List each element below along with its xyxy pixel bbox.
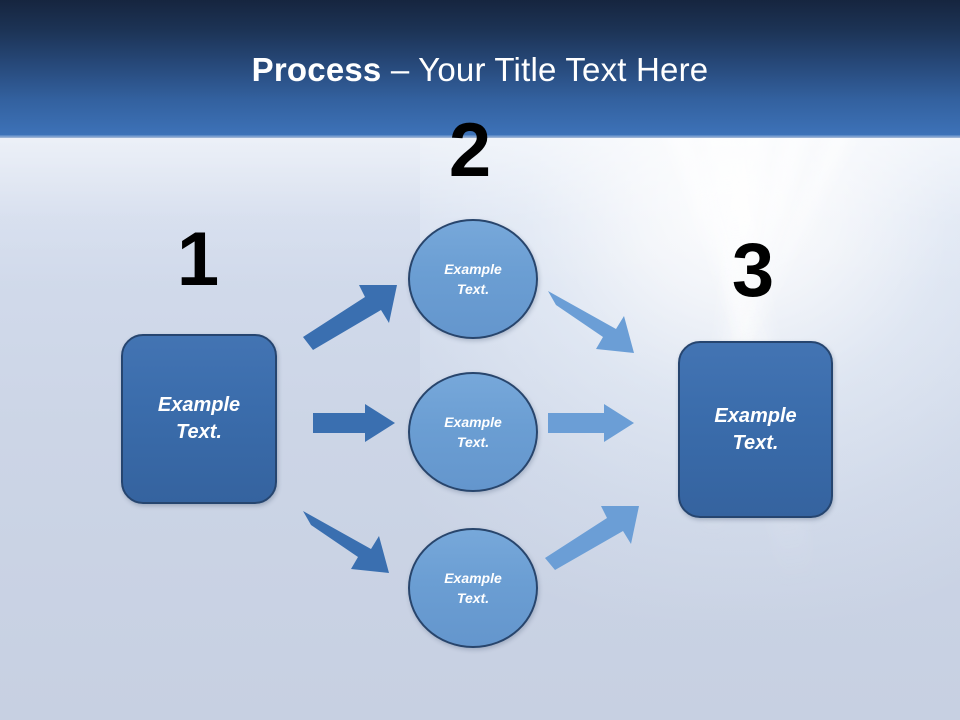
circle-middle-text: Example Text. [444,412,502,452]
circle-top-text: Example Text. [444,259,502,299]
arrow-bottom-circle-to-end-icon [545,504,645,570]
arrow-top-circle-to-end-icon [548,285,650,353]
circle-middle-line1: Example [444,414,502,430]
start-box-line2: Text. [176,421,222,443]
arrow-start-to-top-circle-icon [303,282,399,350]
end-box-line1: Example [714,404,797,427]
process-start-box[interactable]: Example Text. [121,334,277,504]
process-circle-bottom[interactable]: Example Text. [408,528,538,648]
circle-top-line2: Text. [456,281,490,297]
start-box-text: Example Text. [158,392,240,446]
process-circle-middle[interactable]: Example Text. [408,372,538,492]
end-box-text: Example Text. [714,403,796,457]
arrow-start-to-bottom-circle-icon [303,503,399,573]
circle-top-line1: Example [444,261,502,277]
circle-bottom-text: Example Text. [444,568,502,608]
step-number-3: 3 [731,228,775,313]
step-number-2: 2 [448,108,492,193]
page-title: Process – Your Title Text Here [0,50,960,90]
step-number-1: 1 [176,217,220,302]
page-title-rest: – Your Title Text Here [381,51,709,88]
circle-bottom-line1: Example [444,570,502,586]
header-divider [0,135,960,138]
end-box-line2: Text. [732,431,779,454]
process-end-box[interactable]: Example Text. [678,341,833,518]
circle-bottom-line2: Text. [456,590,490,606]
arrow-start-to-middle-circle-icon [313,404,395,442]
process-circle-top[interactable]: Example Text. [408,219,538,339]
start-box-line1: Example [157,394,241,416]
arrow-middle-circle-to-end-icon [548,404,634,442]
page-title-bold: Process [251,51,382,88]
slide-header-band [0,0,960,135]
circle-middle-line2: Text. [456,434,490,450]
